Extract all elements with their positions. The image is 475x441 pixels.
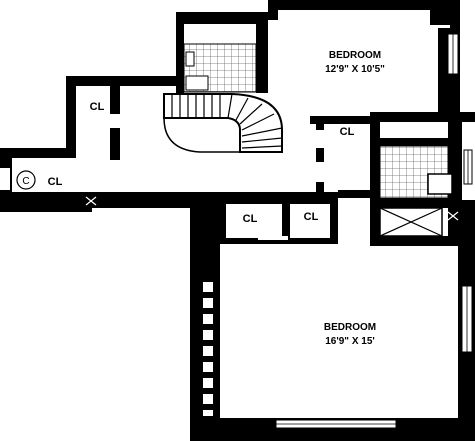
circle-symbol-label: C <box>22 176 29 187</box>
windows <box>203 33 473 429</box>
staircase <box>163 93 283 153</box>
door-openings <box>0 114 322 240</box>
closet-upper-right-label: CL <box>340 126 355 138</box>
circle-symbol: C <box>16 170 36 190</box>
bath-upper <box>183 24 257 93</box>
bedroom-lower-dimensions: 16'9" X 15' <box>325 336 375 347</box>
closet-center-left-label: CL <box>243 213 258 225</box>
closet-hall-label: CL <box>48 176 63 188</box>
closet-left-label: CL <box>90 101 105 113</box>
bath-right <box>379 122 453 199</box>
bedroom-upper-label: BEDROOM <box>329 50 381 61</box>
bedroom-upper-dimensions: 12'9" X 10'5" <box>325 64 385 75</box>
bedroom-lower-label: BEDROOM <box>324 322 376 333</box>
closet-center-right-label: CL <box>304 211 319 223</box>
elevator-shaft <box>379 207 443 237</box>
radiator-markers <box>85 196 459 221</box>
